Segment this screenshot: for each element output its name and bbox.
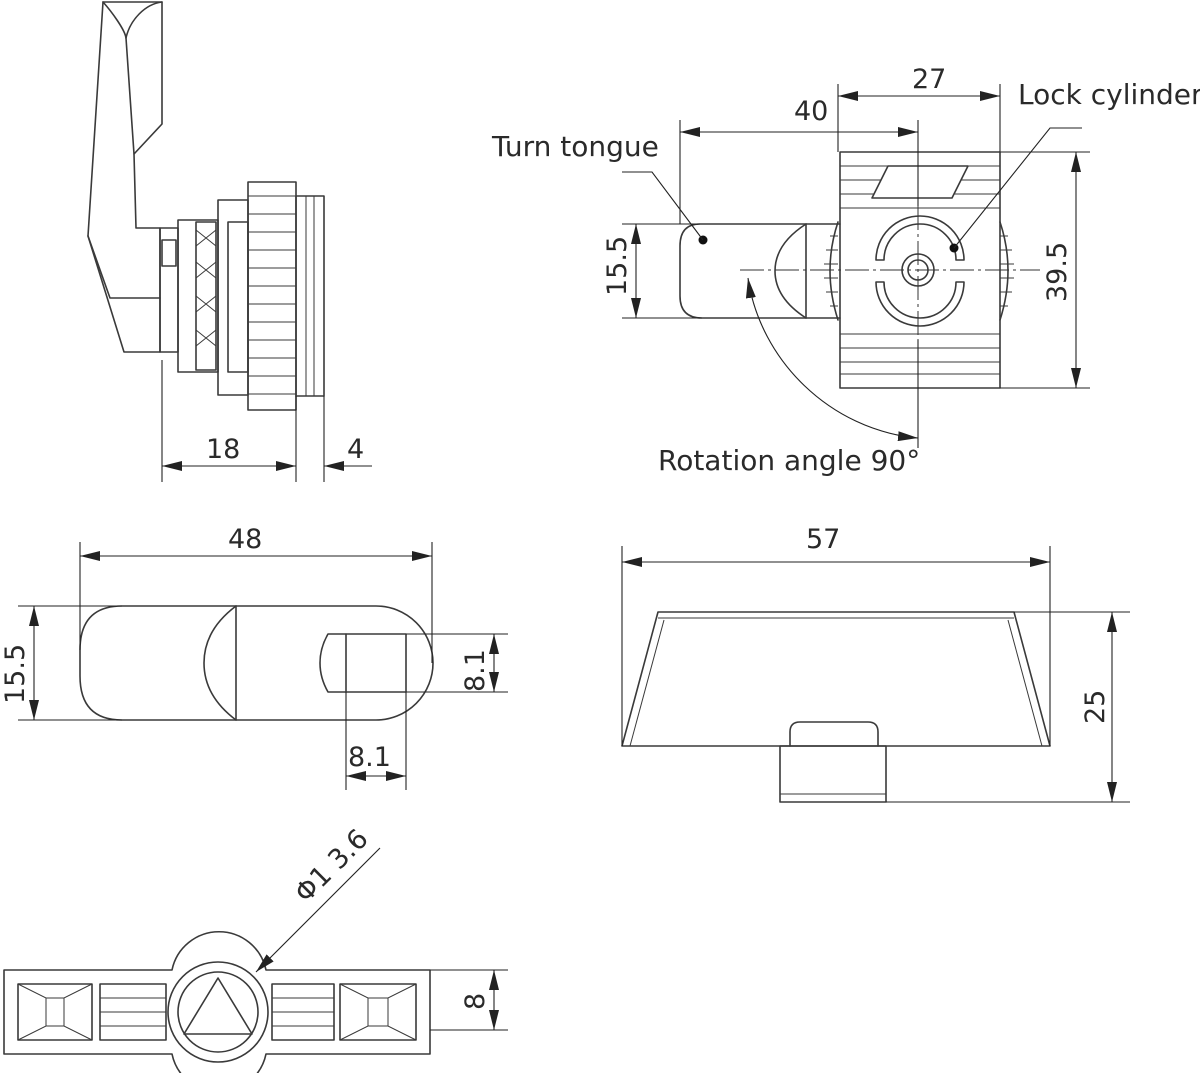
dim-front-39-5: 39.5 — [1042, 242, 1073, 302]
dim-side-18: 18 — [206, 434, 240, 465]
label-turn-tongue: Turn tongue — [491, 130, 659, 163]
side-view — [87, 1, 372, 482]
dim-body-57: 57 — [806, 524, 840, 555]
label-lock-cylinder: Lock cylinder — [1018, 78, 1200, 111]
dim-tongue-8-1-horizontal: 8.1 — [348, 742, 391, 773]
body-view — [621, 546, 1130, 803]
dim-tongue-8-1-vertical: 8.1 — [460, 649, 491, 692]
dim-side-4: 4 — [347, 434, 364, 465]
dim-body-25: 25 — [1080, 690, 1111, 724]
dim-front-15-5: 15.5 — [602, 236, 633, 296]
dim-front-27: 27 — [912, 64, 946, 95]
dim-tongue-48: 48 — [228, 524, 262, 555]
label-rotation-angle: Rotation angle 90° — [658, 444, 920, 477]
dim-handle-8: 8 — [460, 993, 491, 1010]
dim-front-40: 40 — [794, 96, 828, 127]
dim-tongue-15-5: 15.5 — [0, 644, 31, 704]
front-view — [622, 84, 1090, 448]
tongue-view — [18, 542, 508, 790]
handle-view — [3, 847, 508, 1073]
